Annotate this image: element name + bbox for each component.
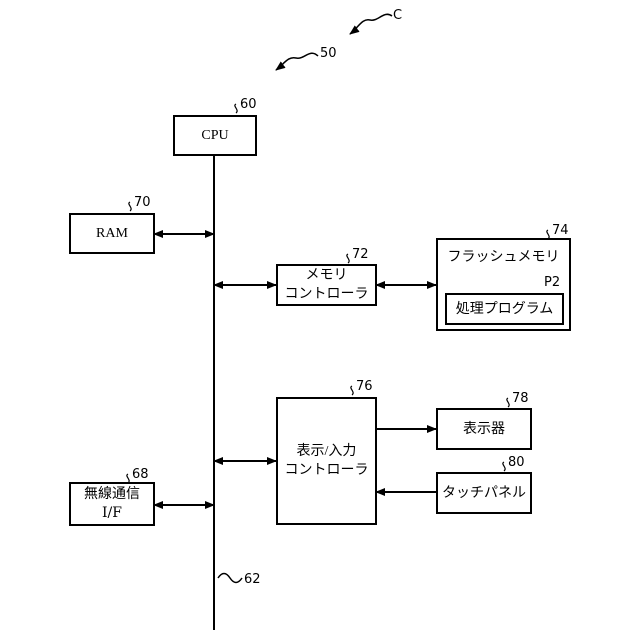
- display-block: 表示器: [436, 408, 532, 450]
- ref-bus-label: 62: [244, 572, 261, 587]
- memory-controller-ref: 72: [352, 247, 369, 262]
- io-controller-block: 表示/入力 コントローラ: [276, 397, 377, 525]
- memory-controller-block: メモリ コントローラ: [276, 264, 377, 306]
- wireless-if-block: 無線通信 I/F: [69, 482, 155, 526]
- cpu-ref: 60: [240, 97, 257, 112]
- io-controller-line2: コントローラ: [285, 461, 369, 480]
- cpu-block: CPU: [173, 115, 257, 156]
- ram-ref: 70: [134, 195, 151, 210]
- touch-panel-ref: 80: [508, 455, 525, 470]
- display-ref: 78: [512, 391, 529, 406]
- memory-controller-line1: メモリ: [306, 266, 348, 285]
- processing-program-block: 処理プログラム: [445, 293, 564, 325]
- cpu-label: CPU: [201, 126, 228, 145]
- ref-curl-70: [129, 202, 131, 211]
- display-label: 表示器: [463, 420, 505, 439]
- ram-block: RAM: [69, 213, 155, 254]
- ref-50-arrow: [276, 53, 318, 70]
- io-controller-line1: 表示/入力: [297, 442, 357, 461]
- ref-curl-72: [347, 254, 349, 263]
- processing-program-ref: P2: [544, 275, 560, 290]
- ref-curl-60: [235, 104, 237, 113]
- io-controller-ref: 76: [356, 379, 373, 394]
- memory-controller-line2: コントローラ: [285, 285, 369, 304]
- ram-label: RAM: [96, 224, 128, 243]
- processing-program-label: 処理プログラム: [456, 300, 554, 319]
- ref-c-label: C: [393, 8, 402, 23]
- flash-memory-ref: 74: [552, 223, 569, 238]
- touch-panel-label: タッチパネル: [442, 484, 526, 503]
- wireless-if-ref: 68: [132, 467, 149, 482]
- ref-device-label: 50: [320, 46, 337, 61]
- ref-curl-76: [351, 386, 353, 395]
- wireless-if-line2: I/F: [102, 504, 122, 523]
- touch-panel-block: タッチパネル: [436, 472, 532, 514]
- flash-memory-label: フラッシュメモリ: [438, 248, 569, 267]
- ref-c-arrow: [350, 14, 392, 34]
- ref-curl-78: [507, 398, 509, 407]
- ref-curl-80: [503, 462, 505, 471]
- wireless-if-line1: 無線通信: [84, 485, 140, 504]
- ref-62-squiggle: [218, 574, 242, 583]
